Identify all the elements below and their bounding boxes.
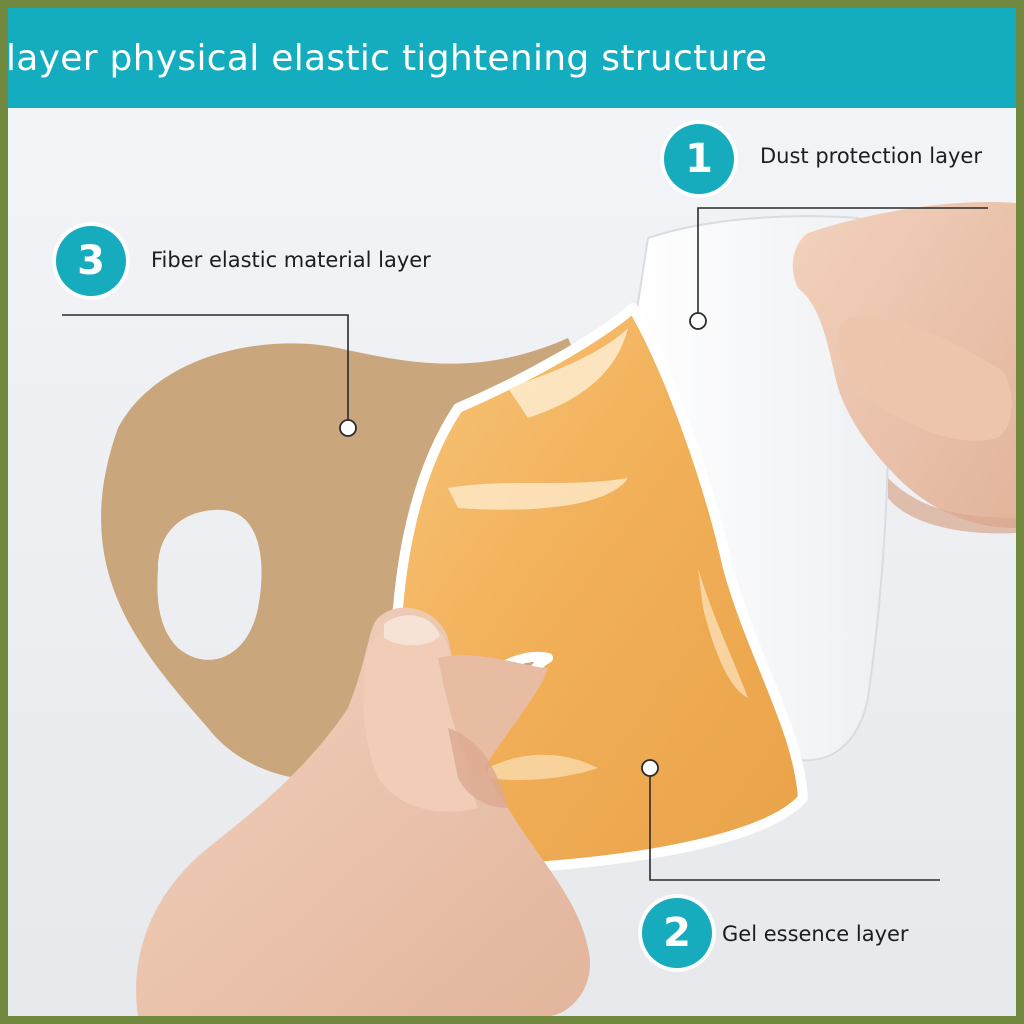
callout-badge-3: 3	[56, 226, 126, 296]
anchor-dot-3	[339, 419, 357, 437]
anchor-dot-1	[689, 312, 707, 330]
leader-line-2	[649, 776, 940, 881]
callout-badge-2: 2	[642, 898, 712, 968]
callout-badge-1: 1	[664, 124, 734, 194]
title-banner: layer physical elastic tightening struct…	[8, 8, 1016, 108]
leader-lines	[62, 207, 988, 881]
leader-line-1	[697, 207, 988, 320]
product-image: layer physical elastic tightening struct…	[8, 8, 1016, 1016]
banner-title: layer physical elastic tightening struct…	[8, 37, 768, 79]
leader-line-3	[62, 314, 349, 426]
callout-label-2: Gel essence layer	[722, 922, 909, 946]
callout-label-3: Fiber elastic material layer	[151, 248, 431, 272]
callout-label-1: Dust protection layer	[760, 144, 982, 168]
mask-layers-illustration	[62, 202, 1016, 1016]
anchor-dot-2	[641, 759, 659, 777]
left-hand-shape	[136, 607, 590, 1016]
